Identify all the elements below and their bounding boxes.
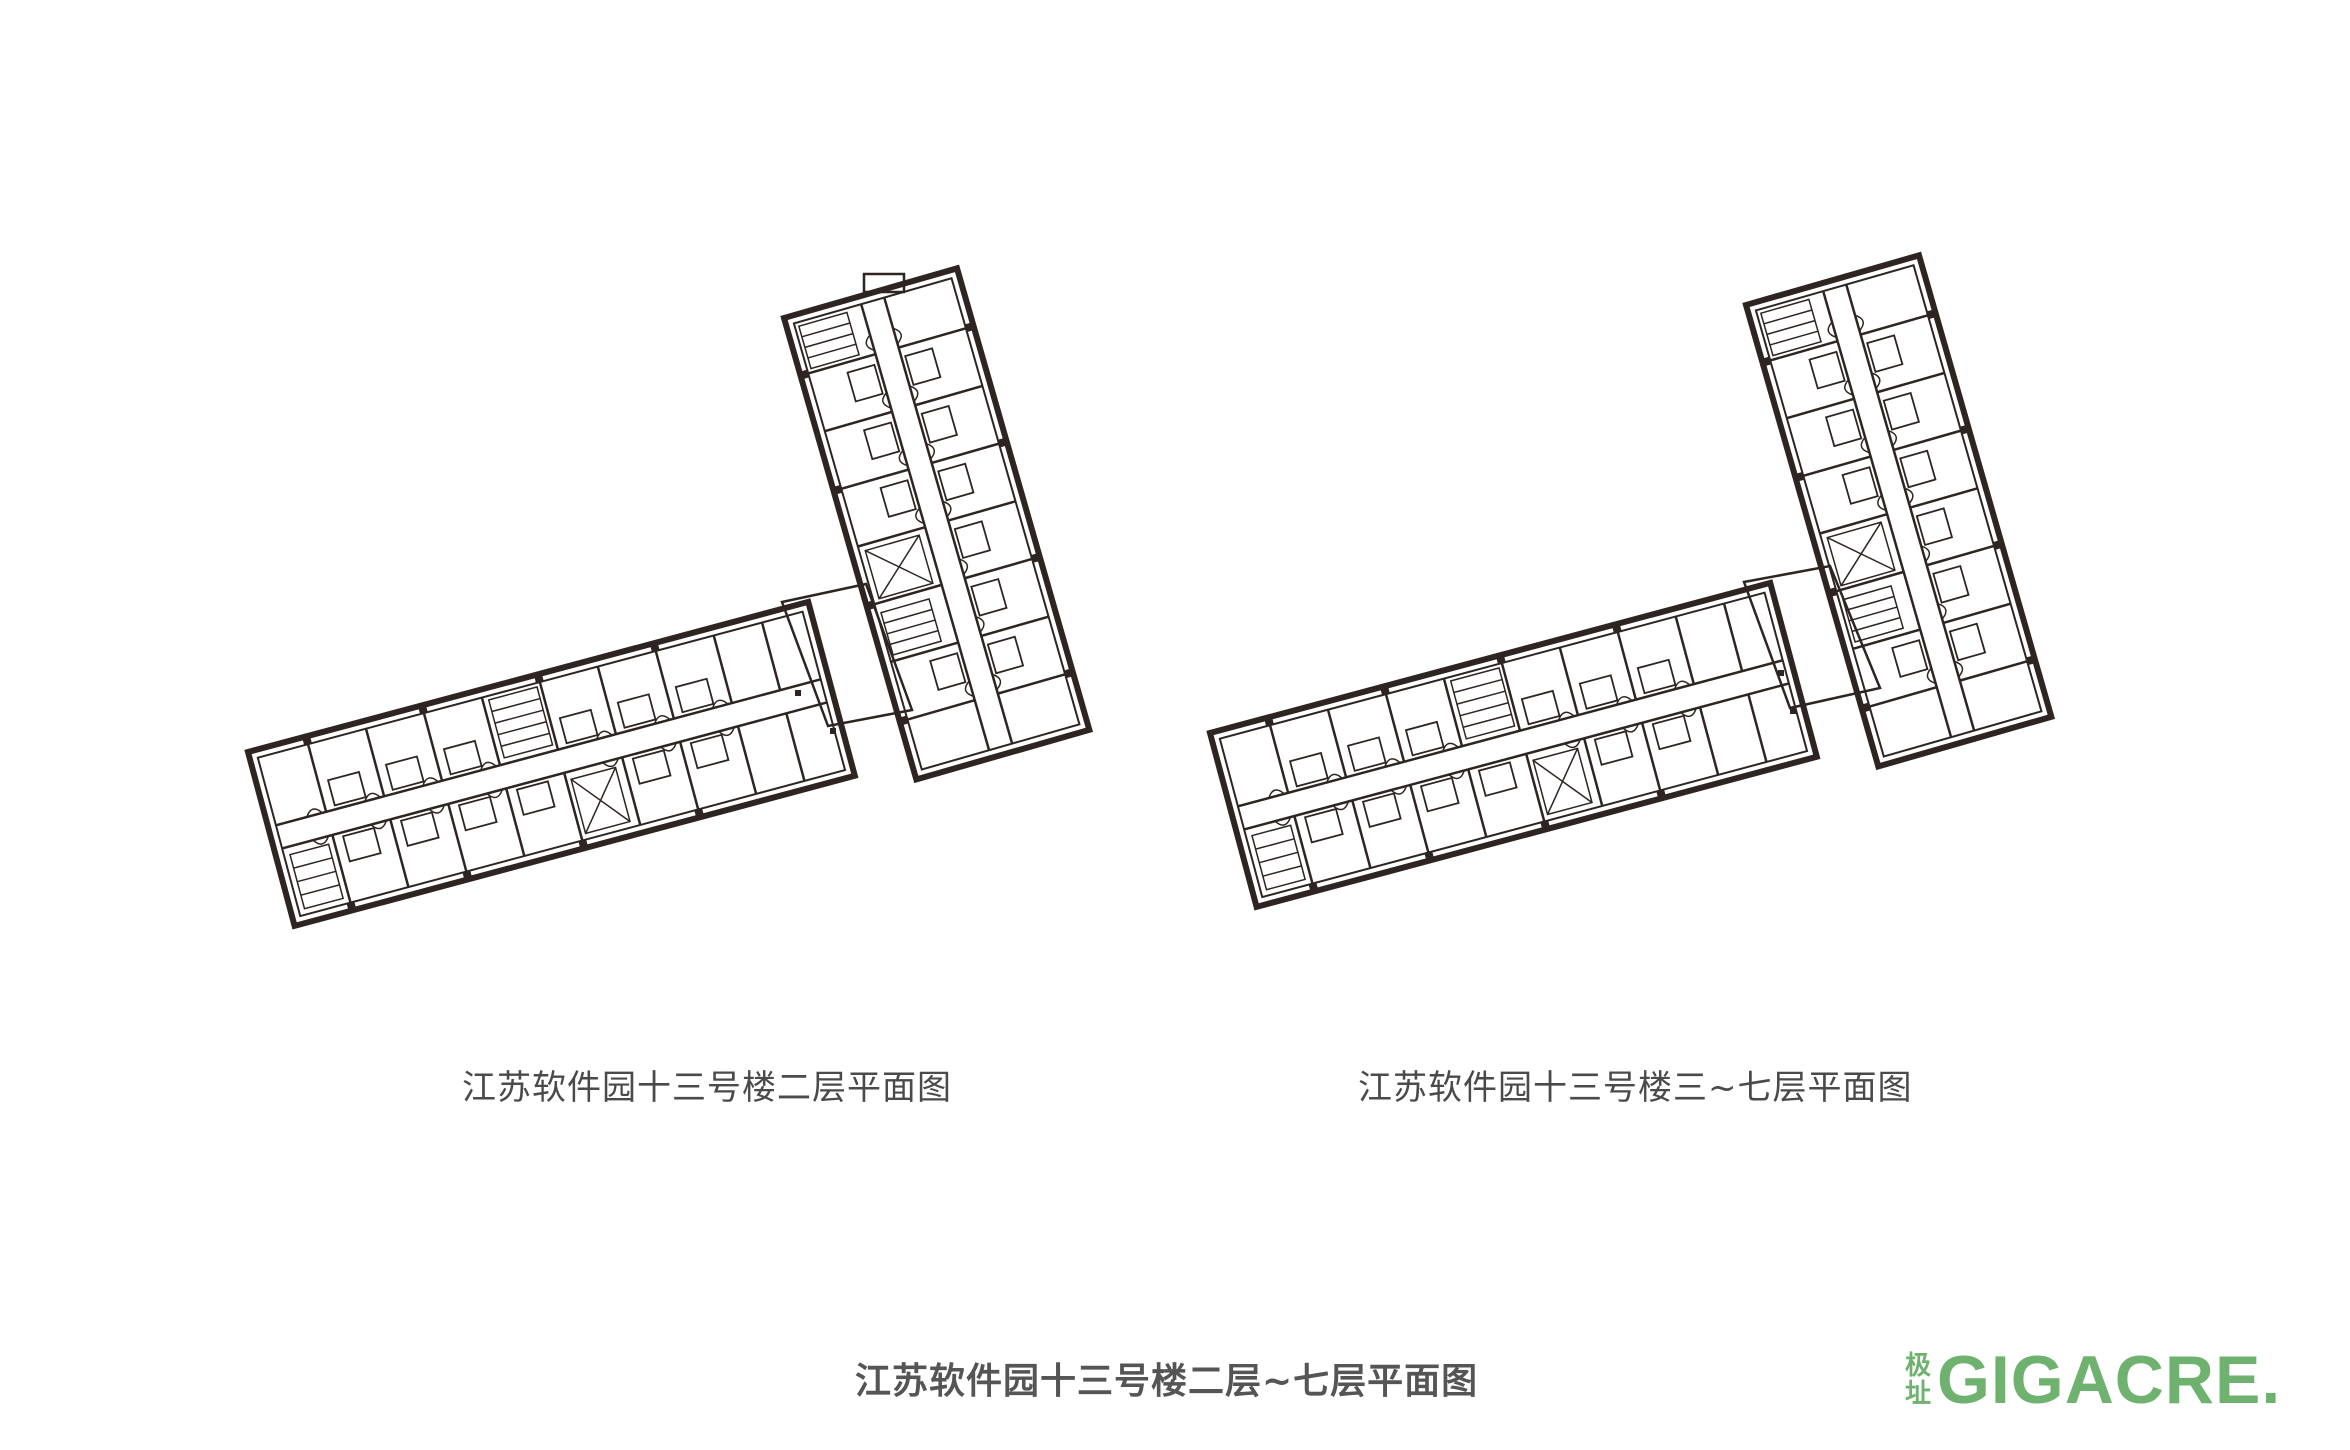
- logo-cn-top: 极: [1905, 1351, 1932, 1381]
- plan-caption-floor-2: 江苏软件园十三号楼二层平面图: [462, 1068, 952, 1108]
- plan-caption-floor-3-7: 江苏软件园十三号楼三~七层平面图: [1358, 1068, 1913, 1108]
- logo-wordmark: GIGACRE.: [1937, 1342, 2282, 1418]
- gigacre-logo: 极 址 GIGACRE.: [1905, 1340, 2281, 1420]
- plan-floor-2: [248, 268, 1089, 925]
- page-title: 江苏软件园十三号楼二层~七层平面图: [855, 1361, 1479, 1402]
- logo-cn-bottom: 址: [1905, 1379, 1932, 1409]
- plan-floor-3-7: [1210, 255, 2051, 906]
- logo-chinese-mark: 极 址: [1905, 1352, 1931, 1408]
